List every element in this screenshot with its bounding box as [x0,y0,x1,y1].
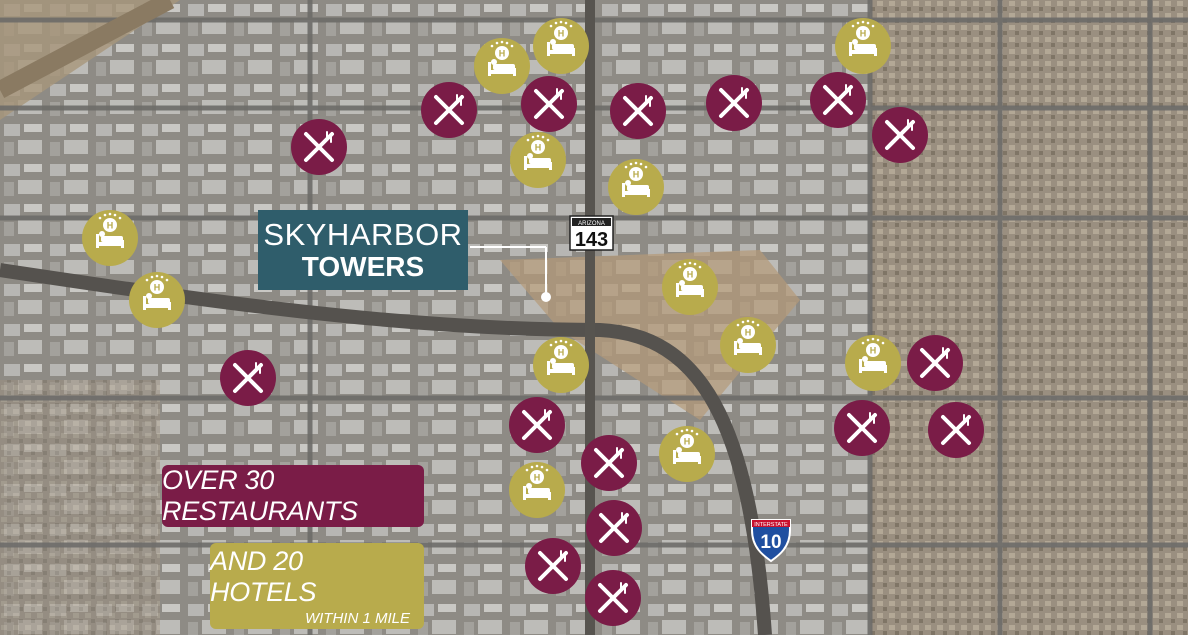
fork-knife-icon [920,347,950,378]
hotel-marker: H [659,426,715,482]
hotel-marker: H [82,210,138,266]
restaurant-marker [810,72,866,128]
hotel-bed-icon: H [849,20,877,56]
hotel-bed-icon: H [143,274,171,310]
hotel-h-glyph: H [860,29,867,39]
fork-knife-icon [594,447,624,478]
callout-line2: TOWERS [301,251,425,282]
fork-knife-icon [304,131,334,162]
hotel-h-glyph: H [535,143,542,153]
restaurant-marker [525,538,581,594]
hotel-markers: H H H H H H H H H H H H H [82,18,901,518]
hotel-bed-icon: H [547,20,575,56]
fork-knife-icon [598,582,628,613]
restaurant-marker [421,82,477,138]
hotel-marker: H [720,317,776,373]
hotel-h-glyph: H [534,473,541,483]
fork-knife-icon [623,95,653,126]
hotel-marker: H [533,18,589,74]
hotels-badge: AND 20 HOTELS WITHIN 1 MILE [210,543,424,629]
restaurant-marker [872,107,928,163]
hotel-bed-icon: H [547,339,575,375]
fork-knife-icon [534,88,564,119]
hotel-h-glyph: H [558,348,565,358]
fork-knife-icon [522,409,552,440]
restaurants-text: OVER 30 RESTAURANTS [162,465,358,526]
skyharbor-towers-callout: SKYHARBOR TOWERS [258,210,468,290]
fork-knife-icon [885,119,915,150]
hotel-h-glyph: H [558,29,565,39]
hotel-bed-icon: H [622,161,650,197]
restaurant-markers [220,72,984,626]
restaurant-marker [521,76,577,132]
hotel-bed-icon: H [523,464,551,500]
hotel-h-glyph: H [154,283,161,293]
restaurants-badge: OVER 30 RESTAURANTS [162,465,424,527]
hotel-marker: H [474,38,530,94]
restaurant-marker [586,500,642,556]
hotel-marker: H [533,337,589,393]
fork-knife-icon [847,412,877,443]
interstate-10-number: 10 [760,532,781,553]
fork-knife-icon [941,414,971,445]
hotel-marker: H [845,335,901,391]
arizona-143-shield: ARIZONA 143 [569,215,614,251]
restaurant-marker [509,397,565,453]
restaurant-marker [581,435,637,491]
restaurant-marker [834,400,890,456]
hotel-marker: H [608,159,664,215]
interstate-label: INTERSTATE [754,522,788,528]
hotel-h-glyph: H [107,221,114,231]
hotel-h-glyph: H [633,170,640,180]
hotels-text: AND 20 HOTELS [210,545,317,607]
hotel-bed-icon: H [676,261,704,297]
fork-knife-icon [599,512,629,543]
restaurant-marker [907,335,963,391]
restaurant-marker [706,75,762,131]
hotel-bed-icon: H [524,134,552,170]
callout-line1: SKYHARBOR [263,217,463,252]
hotel-marker: H [509,462,565,518]
hotels-subtext: WITHIN 1 MILE [304,609,410,627]
fork-knife-icon [538,550,568,581]
restaurant-marker [585,570,641,626]
restaurant-marker [220,350,276,406]
restaurant-marker [928,402,984,458]
arizona-label: ARIZONA [578,221,605,227]
hotel-h-glyph: H [684,437,691,447]
fork-knife-icon [823,84,853,115]
restaurant-marker [610,83,666,139]
fork-knife-icon [434,94,464,125]
interstate-10-shield: INTERSTATE 10 [751,519,791,563]
hotel-bed-icon: H [488,40,516,76]
hotel-bed-icon: H [673,428,701,464]
hotel-marker: H [510,132,566,188]
hotel-bed-icon: H [859,337,887,373]
hotel-bed-icon: H [734,319,762,355]
hotel-marker: H [662,259,718,315]
fork-knife-icon [719,87,749,118]
hotel-marker: H [129,272,185,328]
hotel-bed-icon: H [96,212,124,248]
hotel-marker: H [835,18,891,74]
hotel-h-glyph: H [687,270,694,280]
skyharbor-towers-pin [541,292,551,302]
restaurant-marker [291,119,347,175]
hotel-h-glyph: H [499,49,506,59]
route-143-number: 143 [575,229,608,251]
hotel-h-glyph: H [870,346,877,356]
fork-knife-icon [233,362,263,393]
hotel-h-glyph: H [745,328,752,338]
